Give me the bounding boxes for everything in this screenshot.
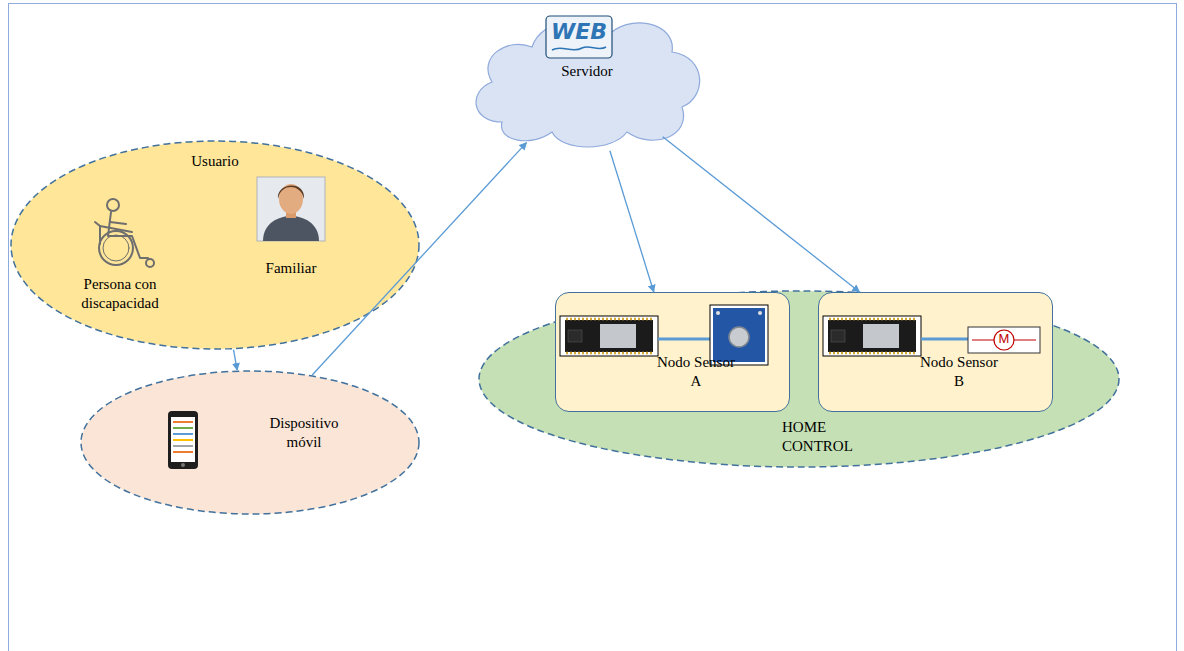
web-logo: [546, 16, 612, 58]
text-holder: Familiar: [248, 259, 334, 278]
arrow-connector: [312, 143, 526, 375]
board-wire: [658, 338, 710, 341]
node-label: Nodo Sensor B: [919, 353, 999, 391]
node-label: Servidor: [547, 62, 627, 81]
motor-letter: M: [996, 332, 1012, 346]
device-ellipse-outline: [80, 370, 420, 515]
node-label: HOME CONTROL: [782, 418, 864, 456]
text-holder: Persona con discapacidad: [65, 275, 175, 313]
device-ellipse-shape: [81, 371, 419, 514]
phone-icon: [168, 411, 198, 469]
logo-text: WEB: [546, 20, 612, 44]
person-portrait: [257, 177, 325, 241]
server-cloud-shape: [476, 21, 700, 147]
node-label: Nodo Sensor A: [656, 353, 736, 391]
home-ellipse-shape: [479, 291, 1119, 467]
node-label: Persona con discapacidad: [65, 275, 175, 313]
temperature-sensor: [710, 305, 768, 365]
node-label: Familiar: [248, 259, 334, 278]
arrow-connector: [610, 151, 654, 292]
arrow-connector: [234, 350, 238, 371]
text-holder: Usuario: [175, 152, 255, 171]
microcontroller-board: [823, 316, 921, 356]
device-ellipse: Dispositivo móvil: [80, 370, 420, 515]
text-holder: Nodo Sensor A: [656, 353, 736, 391]
text-holder: HOME CONTROL: [782, 418, 864, 456]
label-holder: WEB: [546, 20, 612, 44]
label-holder: M: [996, 332, 1012, 346]
user-ellipse: UsuarioPersona con discapacidad Familiar: [10, 140, 420, 350]
board-wire: [921, 338, 968, 341]
node-label: Dispositivo móvil: [256, 414, 352, 452]
text-holder: Dispositivo móvil: [256, 414, 352, 452]
wheelchair-icon: [95, 199, 154, 267]
motor-symbol: [968, 327, 1040, 353]
text-holder: Nodo Sensor B: [919, 353, 999, 391]
text-holder: Servidor: [547, 62, 627, 81]
microcontroller-board: [560, 316, 658, 356]
user-ellipse-shape: [11, 141, 419, 349]
node-label: Usuario: [175, 152, 255, 171]
user-ellipse-outline: [10, 140, 420, 350]
arrow-connector: [663, 137, 860, 292]
